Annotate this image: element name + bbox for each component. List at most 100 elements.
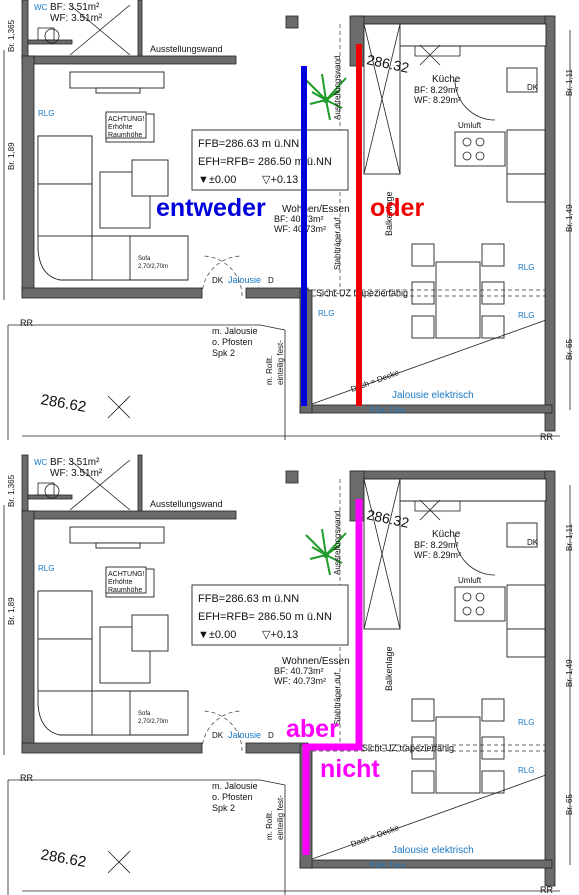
ffb-level: FFB=286.63 m ü.NN bbox=[198, 138, 299, 150]
wc-label-b: WC bbox=[34, 458, 48, 467]
oder-label: oder bbox=[370, 194, 424, 222]
psk-tuere: PSK-Türe bbox=[370, 406, 406, 415]
wohnen-label: Wohnen/Essen bbox=[282, 204, 350, 215]
br-149: Br. 1,49 bbox=[565, 204, 574, 232]
efh-level: EFH=RFB= 286.50 m ü.NN bbox=[198, 156, 332, 168]
kitchen-wf: WF: 8.29m² bbox=[414, 95, 461, 105]
bathroom-wf: WF: 3.51m² bbox=[50, 13, 103, 24]
br-189: Br. 1,89 bbox=[7, 142, 16, 170]
nicht-label: nicht bbox=[320, 755, 380, 783]
psk-tuere-b: PSK-Türe bbox=[370, 861, 406, 870]
level-zero-b: ▼±0.00 bbox=[198, 629, 236, 641]
dk-kitchen-b: DK bbox=[527, 538, 539, 547]
m-jalousie-b: m. Jalousie bbox=[212, 781, 258, 791]
m-rollt-b: m. Rollt. bbox=[265, 811, 274, 840]
rlg-left-b: RLG bbox=[38, 564, 54, 573]
jalousie-door-b: Jalousie bbox=[228, 730, 261, 740]
rlg-mid: RLG bbox=[318, 309, 334, 318]
br-111-b: Br. 1,11 bbox=[565, 523, 574, 551]
kitchen-label-b: Küche bbox=[432, 529, 461, 540]
einteilig: einteilig fest- bbox=[276, 340, 285, 385]
wohnen-wf-b: WF: 40.73m² bbox=[274, 676, 326, 686]
kitchen-label: Küche bbox=[432, 74, 461, 85]
achtung-2-b: Erhöhte bbox=[108, 579, 133, 586]
level-plus: ▽+0.13 bbox=[262, 174, 298, 186]
br-149-b: Br. 1,49 bbox=[565, 659, 574, 687]
o-pfosten-b: o. Pfosten bbox=[212, 792, 253, 802]
rlg-right-1: RLG bbox=[518, 263, 534, 272]
sicht-uz-b: Sicht-UZ trapezierfähig bbox=[362, 743, 454, 753]
level-plus-b: ▽+0.13 bbox=[262, 629, 298, 641]
wohnen-bf-b: BF: 40.73m² bbox=[274, 666, 324, 676]
jalousie-elektrisch: Jalousie elektrisch bbox=[392, 390, 474, 401]
br-65: Br. 65 bbox=[565, 339, 574, 360]
rr-left: RR bbox=[20, 318, 33, 328]
ausstellungswand-label-b: Ausstellungswand bbox=[150, 499, 223, 509]
spk-label: Spk 2 bbox=[212, 348, 235, 358]
magenta-line bbox=[302, 499, 363, 855]
blue-line bbox=[301, 66, 307, 406]
br-65-b: Br. 65 bbox=[565, 794, 574, 815]
level-zero: ▼±0.00 bbox=[198, 174, 236, 186]
sicht-uz: Sicht-UZ trapezierfähig bbox=[316, 288, 408, 298]
rr-right: RR bbox=[540, 432, 553, 442]
floor-plan-top: BF: 3.51m² WF: 3.51m² WC Ausstellungswan… bbox=[0, 0, 579, 442]
sofa-size-b: 2,70/2,70m bbox=[138, 719, 168, 725]
d-door: D bbox=[268, 276, 274, 285]
efh-level-b: EFH=RFB= 286.50 m ü.NN bbox=[198, 611, 332, 623]
achtung-1: ACHTUNG! bbox=[108, 116, 145, 123]
kitchen-bf: BF: 8.29m² bbox=[414, 85, 459, 95]
ausstellungswand-v-b: Ausstellungswand bbox=[333, 511, 342, 575]
balkenlage-label-b: Balkenlage bbox=[384, 646, 394, 691]
wohnen-label-b: Wohnen/Essen bbox=[282, 656, 350, 667]
stahltraeger-label: Stahlträger duf bbox=[333, 217, 342, 270]
rlg-left: RLG bbox=[38, 109, 54, 118]
red-line bbox=[356, 44, 362, 406]
einteilig-b: einteilig fest- bbox=[276, 795, 285, 840]
jalousie-door: Jalousie bbox=[228, 275, 261, 285]
rlg-right-2-b: RLG bbox=[518, 766, 534, 775]
dk-living: DK bbox=[212, 276, 224, 285]
spk-label-b: Spk 2 bbox=[212, 803, 235, 813]
bathroom-bf-b: BF: 3.51m² bbox=[50, 457, 100, 468]
balkenlage-label: Balkenlage bbox=[384, 191, 394, 236]
br-111: Br. 1,11 bbox=[565, 68, 574, 96]
kitchen-wf-b: WF: 8.29m² bbox=[414, 550, 461, 560]
bathroom-wf-b: WF: 3.51m² bbox=[50, 468, 103, 479]
sofa-size: 2,70/2,70m bbox=[138, 264, 168, 270]
achtung-3: Raumhöhe bbox=[108, 132, 142, 139]
floor-plan-bottom: BF: 3.51m² WF: 3.51m² WC Ausstellungswan… bbox=[0, 454, 579, 895]
ausstellungswand-label: Ausstellungswand bbox=[150, 44, 223, 54]
sofa-label-b: Sofa bbox=[138, 711, 151, 717]
achtung-2: Erhöhte bbox=[108, 124, 133, 131]
entweder-label: entweder bbox=[156, 194, 266, 222]
dk-living-b: DK bbox=[212, 731, 224, 740]
d-door-b: D bbox=[268, 731, 274, 740]
m-rollt: m. Rollt. bbox=[265, 356, 274, 385]
achtung-3-b: Raumhöhe bbox=[108, 587, 142, 594]
sofa-label: Sofa bbox=[138, 256, 151, 262]
rlg-right-1-b: RLG bbox=[518, 718, 534, 727]
wohnen-wf: WF: 40.73m² bbox=[274, 224, 326, 234]
br-189-b: Br. 1,89 bbox=[7, 597, 16, 625]
wc-label: WC bbox=[34, 3, 48, 12]
achtung-1-b: ACHTUNG! bbox=[108, 571, 145, 578]
umluft-label-b: Umluft bbox=[458, 576, 482, 585]
m-jalousie: m. Jalousie bbox=[212, 326, 258, 336]
o-pfosten: o. Pfosten bbox=[212, 337, 253, 347]
kitchen-bf-b: BF: 8.29m² bbox=[414, 540, 459, 550]
wohnen-bf: BF: 40.73m² bbox=[274, 214, 324, 224]
rlg-right-2: RLG bbox=[518, 311, 534, 320]
br-1365-b: Br. 1,365 bbox=[7, 474, 16, 507]
dk-kitchen: DK bbox=[527, 83, 539, 92]
jalousie-elektrisch-b: Jalousie elektrisch bbox=[392, 845, 474, 856]
rr-left-b: RR bbox=[20, 773, 33, 783]
aber-label: aber bbox=[286, 715, 339, 743]
ffb-level-b: FFB=286.63 m ü.NN bbox=[198, 593, 299, 605]
rr-right-b: RR bbox=[540, 885, 553, 895]
ausstellungswand-v: Ausstellungswand bbox=[333, 56, 342, 120]
umluft-label: Umluft bbox=[458, 121, 482, 130]
br-1365: Br. 1,365 bbox=[7, 19, 16, 52]
bathroom-bf: BF: 3.51m² bbox=[50, 2, 100, 13]
